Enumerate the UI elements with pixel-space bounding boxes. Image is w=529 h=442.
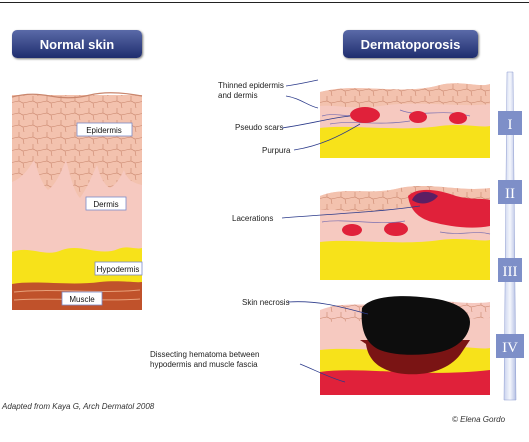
source-credit: Adapted from Kaya G, Arch Dermatol 2008 bbox=[2, 402, 154, 411]
pseudo-scars-label: Pseudo scars bbox=[235, 123, 283, 132]
stage1-pseudo-scar-3 bbox=[449, 112, 467, 124]
hypodermis-label: Hypodermis bbox=[97, 265, 140, 274]
stage-2-panel bbox=[320, 186, 490, 280]
stage-3-label: III bbox=[503, 264, 518, 280]
stage1-fat bbox=[320, 125, 490, 158]
stage2-fat bbox=[320, 239, 490, 280]
purpura-label: Purpura bbox=[262, 146, 291, 155]
dermis-label: Dermis bbox=[93, 200, 118, 209]
normal-skin-diagram: Epidermis Dermis Hypodermis Muscle bbox=[12, 93, 142, 310]
necrosis-label: Skin necrosis bbox=[242, 298, 290, 307]
stage-4-label: IV bbox=[502, 340, 518, 356]
stage-progression-bar: I II III IV bbox=[496, 72, 524, 400]
thinned-pointer bbox=[286, 80, 318, 108]
stage1-pseudo-scar-2 bbox=[409, 111, 427, 123]
stage-4-panel bbox=[320, 296, 490, 395]
stage-1-panel bbox=[320, 83, 490, 158]
epidermis-label: Epidermis bbox=[86, 126, 122, 135]
stage2-purpura-2 bbox=[384, 222, 408, 236]
stage-2-label: II bbox=[505, 186, 515, 202]
lacerations-label: Lacerations bbox=[232, 214, 273, 223]
muscle-label: Muscle bbox=[69, 295, 95, 304]
stage4-necrosis bbox=[362, 296, 470, 355]
stage1-pseudo-scar-1 bbox=[350, 107, 380, 123]
stage-1-label: I bbox=[508, 117, 513, 133]
stage2-purpura-1 bbox=[342, 224, 362, 236]
author-credit: © Elena Gordo bbox=[452, 415, 505, 424]
stage1-epidermis-texture bbox=[320, 83, 490, 107]
